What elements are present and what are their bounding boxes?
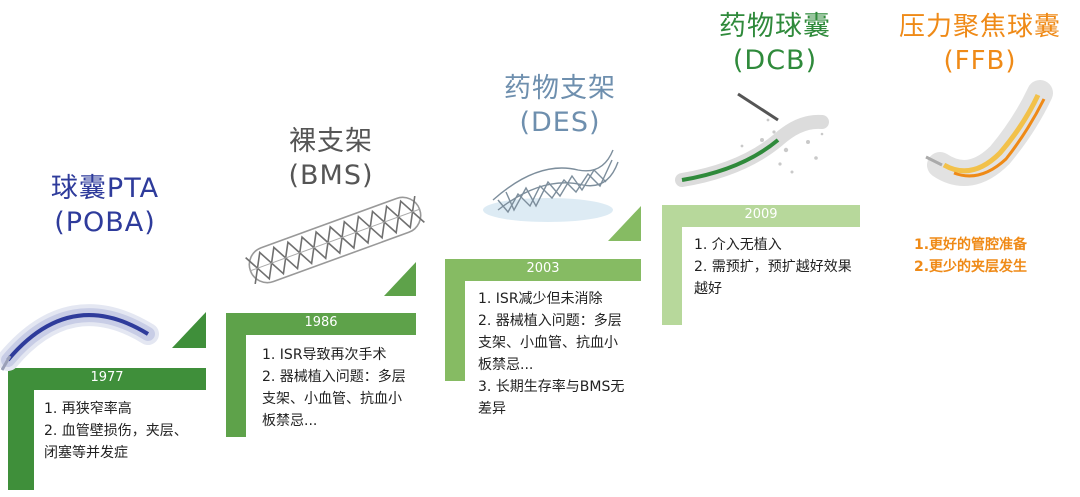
bms-note: 1. ISR导致再次手术 xyxy=(262,347,387,363)
poba-title-line2: (POBA) xyxy=(54,207,156,238)
year-1977: 1977 xyxy=(90,370,124,385)
des-title-line1: 药物支架 xyxy=(504,73,616,104)
bms-title-line2: (BMS) xyxy=(288,160,374,191)
des-note: 1. ISR减少但未消除 xyxy=(478,291,603,307)
dcb-title-line2: (DCB) xyxy=(732,45,818,76)
ffb-title-line2: (FFB) xyxy=(943,46,1017,76)
vertical-2009 xyxy=(662,227,682,325)
des-note: 3. 长期生存率与BMS无 xyxy=(478,379,625,395)
bms-title: 裸支架 (BMS) xyxy=(246,125,416,193)
bms-note: 板禁忌... xyxy=(262,413,318,429)
drug-coated-balloon-icon xyxy=(675,92,829,187)
bms-notes: 1. ISR导致再次手术 2. 器械植入问题：多层 支架、小血管、抗血小 板禁忌… xyxy=(262,344,406,432)
dcb-title: 药物球囊 (DCB) xyxy=(700,10,850,78)
arrow-triangle-2003 xyxy=(608,206,641,241)
poba-note: 闭塞等并发症 xyxy=(44,445,128,461)
des-title-line2: (DES) xyxy=(519,107,601,138)
ffb-title-line1: 压力聚焦球囊 xyxy=(898,12,1061,42)
poba-title: 球囊PTA (POBA) xyxy=(30,172,180,240)
vertical-2003 xyxy=(445,281,465,381)
des-note: 2. 器械植入问题：多层 xyxy=(478,313,622,329)
balloon-catheter-icon xyxy=(0,304,159,371)
arrow-triangle-1977 xyxy=(172,312,206,348)
arrow-triangle-1986 xyxy=(384,262,416,296)
year-2009: 2009 xyxy=(744,207,778,222)
vertical-1977 xyxy=(8,390,34,490)
des-notes: 1. ISR减少但未消除 2. 器械植入问题：多层 支架、小血管、抗血小 板禁忌… xyxy=(478,288,624,420)
bar-2003 xyxy=(445,259,641,281)
bar-1986 xyxy=(226,313,416,335)
drug-eluting-stent-icon xyxy=(483,149,619,222)
poba-notes: 1. 再狭窄率高 2. 血管壁损伤，夹层、 闭塞等并发症 xyxy=(44,398,188,464)
bms-note: 支架、小血管、抗血小 xyxy=(262,391,402,407)
year-2003: 2003 xyxy=(526,261,560,276)
dcb-title-line1: 药物球囊 xyxy=(719,11,831,42)
poba-note: 1. 再狭窄率高 xyxy=(44,401,132,417)
bare-metal-stent-icon xyxy=(245,195,425,285)
des-note: 支架、小血管、抗血小 xyxy=(478,335,618,351)
ffb-title: 压力聚焦球囊 (FFB) xyxy=(885,10,1075,78)
des-note: 差异 xyxy=(478,401,506,417)
ffb-notes: 1.更好的管腔准备 2.更少的夹层发生 xyxy=(914,234,1027,278)
bar-1977 xyxy=(8,368,206,390)
des-title: 药物支架 (DES) xyxy=(480,72,640,140)
ffb-note: 2.更少的夹层发生 xyxy=(914,259,1028,275)
focused-force-balloon-icon xyxy=(925,80,1053,186)
dcb-note: 越好 xyxy=(694,281,722,297)
dcb-note: 2. 需预扩，预扩越好效果 xyxy=(694,259,852,275)
poba-note: 2. 血管壁损伤，夹层、 xyxy=(44,423,188,439)
poba-title-line1: 球囊PTA xyxy=(50,173,160,204)
vertical-1986 xyxy=(226,335,246,437)
bar-2009 xyxy=(662,205,860,227)
year-1986: 1986 xyxy=(304,315,338,330)
ffb-note: 1.更好的管腔准备 xyxy=(914,237,1028,253)
dcb-note: 1. 介入无植入 xyxy=(694,237,782,253)
des-note: 板禁忌... xyxy=(478,357,534,373)
bms-note: 2. 器械植入问题：多层 xyxy=(262,369,406,385)
dcb-notes: 1. 介入无植入 2. 需预扩，预扩越好效果 越好 xyxy=(694,234,852,300)
bms-title-line1: 裸支架 xyxy=(289,126,373,157)
